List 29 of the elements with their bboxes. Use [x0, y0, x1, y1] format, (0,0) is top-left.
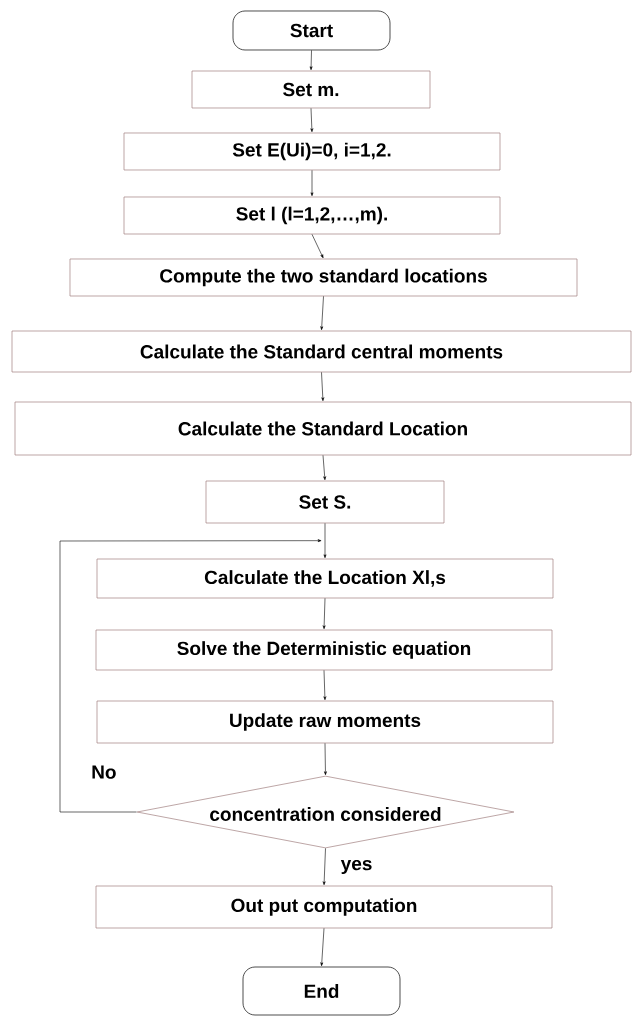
- process-box: Out put computation: [95, 885, 553, 929]
- process-box: Calculate the Standard central moments: [11, 330, 632, 373]
- process-box: Set l (l=1,2,…,m).: [123, 196, 501, 235]
- edge-label: No: [90, 764, 118, 780]
- process-box: Update raw moments: [96, 700, 554, 744]
- process-box: Compute the two standard locations: [69, 258, 578, 297]
- process-box: Set S.: [205, 480, 445, 524]
- arrow: [310, 170, 314, 197]
- terminal-box: Start: [232, 10, 391, 51]
- arrow: [322, 455, 327, 481]
- arrow: [323, 670, 327, 701]
- arrow: [322, 598, 326, 630]
- arrow: [311, 234, 324, 259]
- arrow: [324, 743, 327, 776]
- arrow: [323, 523, 327, 559]
- edge-label: yes: [339, 858, 374, 876]
- process-box: Calculate the Standard Location: [14, 401, 632, 456]
- process-box: Set E(Ui)=0, i=1,2.: [123, 132, 501, 171]
- process-box: Solve the Deterministic equation: [95, 629, 553, 671]
- arrow: [322, 848, 326, 886]
- terminal-box: End: [242, 966, 401, 1016]
- arrow: [59, 539, 322, 813]
- arrow: [309, 50, 313, 71]
- arrow: [320, 928, 325, 967]
- arrow: [321, 372, 325, 402]
- arrow: [310, 108, 314, 133]
- arrow: [320, 296, 324, 331]
- process-box: Set m.: [191, 70, 431, 109]
- process-box: Calculate the Location Xl,s: [96, 558, 554, 599]
